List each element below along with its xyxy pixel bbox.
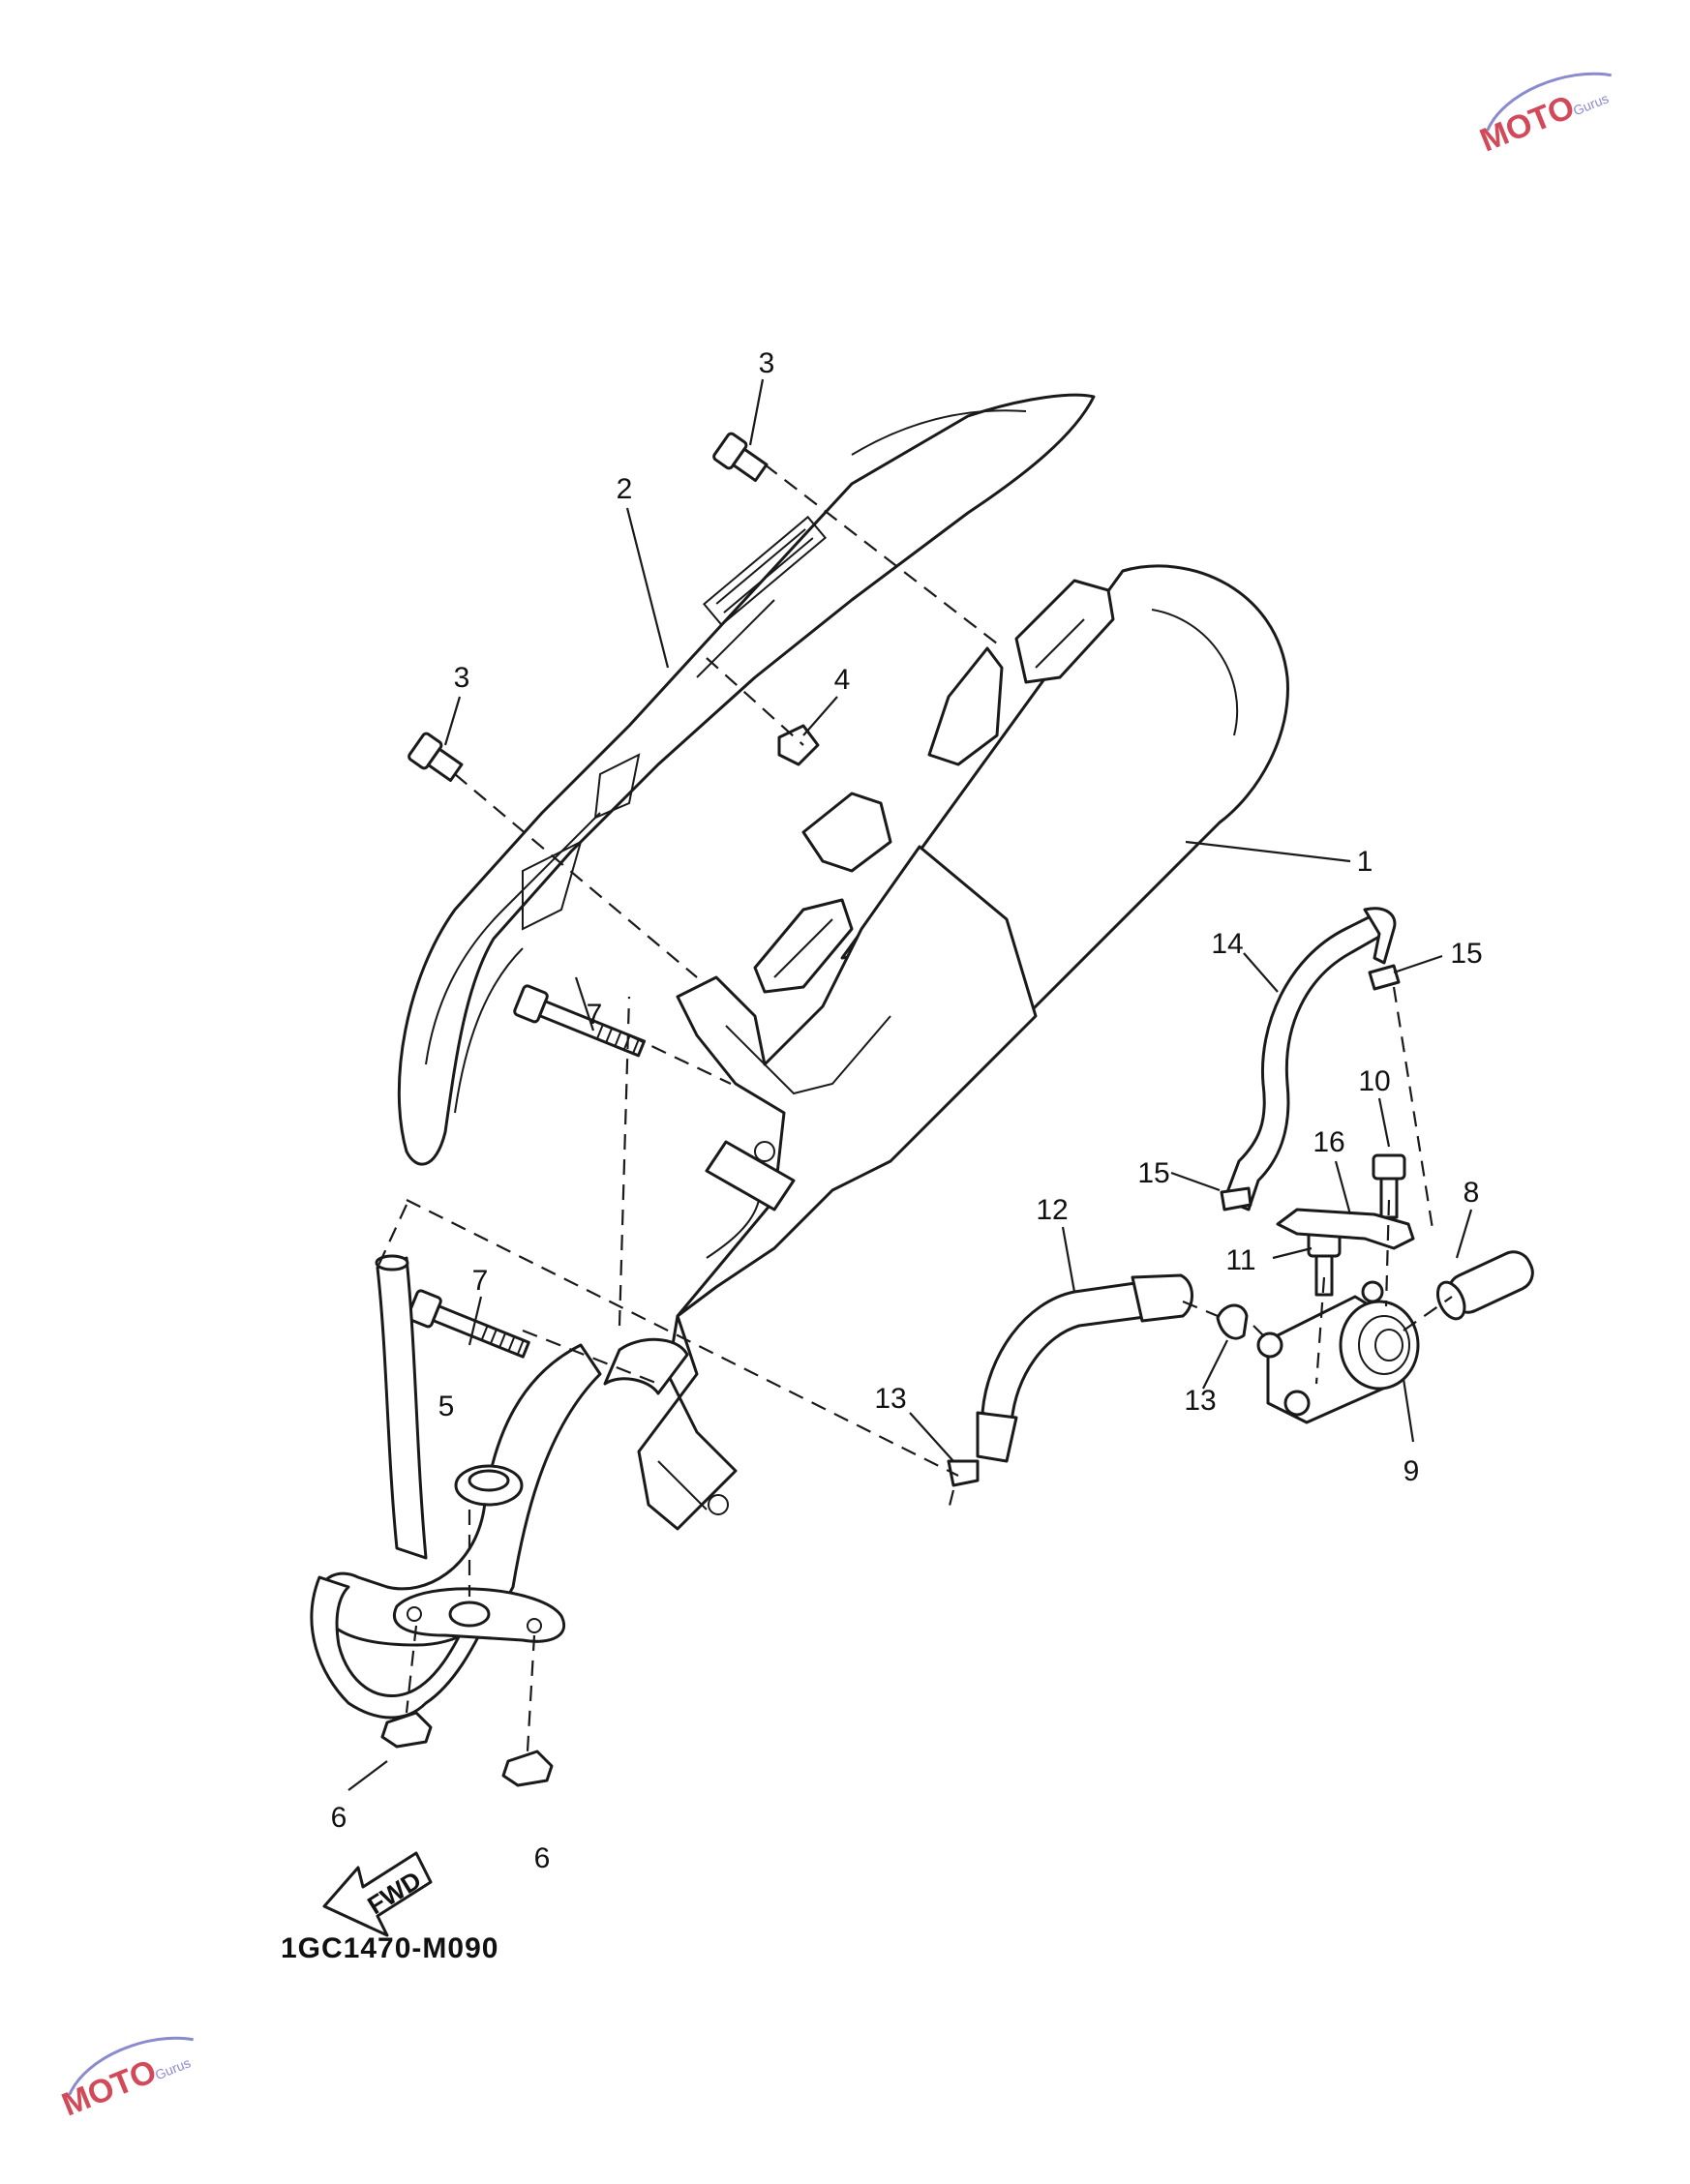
- hose-14: [1222, 907, 1397, 1212]
- callout-16: 16: [1313, 1126, 1344, 1158]
- watermark-logo-bottom-left: MOTO Gurus: [57, 2036, 194, 2124]
- nut-6-left: [380, 1711, 433, 1749]
- bolt-7-upper: [513, 984, 647, 1058]
- bolt-11: [1307, 1231, 1342, 1297]
- muffler-body: [637, 564, 1289, 1531]
- nut-6-right: [501, 1750, 554, 1787]
- svg-text:Gurus: Gurus: [1571, 90, 1611, 118]
- callout-3-lower: 3: [454, 662, 470, 694]
- callout-1: 1: [1357, 846, 1373, 878]
- callout-14: 14: [1211, 928, 1243, 960]
- assembly-lines: [377, 464, 1453, 1752]
- exhaust-flange: [393, 1587, 565, 1643]
- callout-labels: 1 2 3 3 4 5 6 6 7 7 8 9 10 11 12 13 13 1…: [331, 347, 1483, 1874]
- bolt-7-lower: [407, 1289, 530, 1359]
- callout-15-upper: 15: [1450, 938, 1482, 970]
- fwd-arrow-icon: FWD: [322, 1851, 433, 1937]
- svg-text:MOTO: MOTO: [57, 2052, 162, 2123]
- gasket-5: [454, 1464, 524, 1507]
- heat-protector-cover: [397, 393, 1096, 1166]
- hose-8: [1435, 1250, 1534, 1321]
- clip-13-lower: [947, 1459, 980, 1487]
- callout-15-lower: 15: [1137, 1157, 1169, 1189]
- callout-2: 2: [617, 473, 633, 505]
- callout-7-upper: 7: [587, 999, 603, 1031]
- callout-3-upper: 3: [759, 347, 775, 379]
- callout-13-left: 13: [874, 1383, 906, 1415]
- leader-lines: [347, 378, 1473, 1791]
- clip-15-upper: [1368, 964, 1401, 991]
- callout-12: 12: [1036, 1194, 1068, 1226]
- callout-4: 4: [834, 664, 851, 696]
- air-induction-valve-9: [1256, 1280, 1420, 1424]
- callout-6-left: 6: [331, 1802, 347, 1834]
- callout-9: 9: [1403, 1455, 1420, 1487]
- callout-13-right: 13: [1184, 1385, 1216, 1417]
- callout-8: 8: [1464, 1177, 1480, 1209]
- watermark-logo-top-right: MOTO Gurus: [1475, 72, 1612, 160]
- svg-text:Gurus: Gurus: [153, 2054, 193, 2082]
- callout-11: 11: [1225, 1244, 1255, 1276]
- svg-text:MOTO: MOTO: [1475, 88, 1580, 159]
- screw-3-lower: [407, 732, 464, 783]
- callout-6-right: 6: [534, 1842, 551, 1874]
- bracket-16: [1276, 1208, 1415, 1250]
- nut-clip-4: [777, 724, 820, 766]
- screw-3-upper: [712, 432, 769, 483]
- diagram-code: 1GC1470-M090: [281, 1932, 498, 1964]
- callout-7-lower: 7: [472, 1265, 489, 1297]
- hose-12: [976, 1273, 1193, 1463]
- clip-13-upper: [1216, 1303, 1249, 1340]
- clip-15-lower: [1220, 1186, 1252, 1212]
- callout-10: 10: [1358, 1065, 1390, 1097]
- callout-5: 5: [438, 1391, 455, 1422]
